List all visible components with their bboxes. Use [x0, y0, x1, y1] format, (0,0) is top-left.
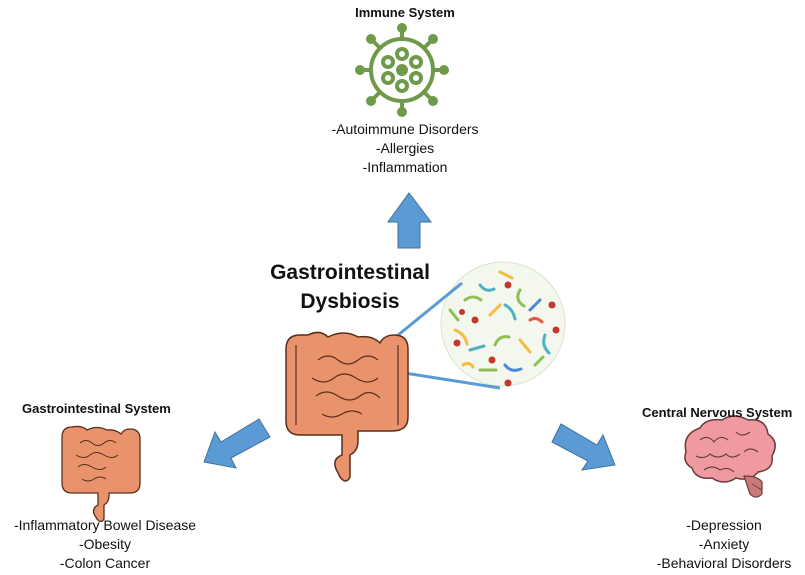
cns-item: -Behavioral Disorders — [656, 555, 792, 571]
gi-item: -Inflammatory Bowel Disease — [13, 517, 197, 533]
cns-item: -Anxiety — [698, 536, 750, 552]
gi-item: -Colon Cancer — [59, 555, 151, 571]
cns-list: -Depression -Anxiety -Behavioral Disorde… — [648, 516, 800, 573]
gi-list: -Inflammatory Bowel Disease -Obesity -Co… — [0, 516, 210, 573]
small-intestine-icon — [61, 425, 141, 523]
immune-item: -Autoimmune Disorders — [331, 121, 479, 137]
immune-item: -Inflammation — [362, 159, 448, 175]
gi-item: -Obesity — [78, 536, 132, 552]
immune-item: -Allergies — [375, 140, 435, 156]
cns-item: -Depression — [686, 517, 762, 533]
immune-heading: Immune System — [355, 5, 455, 20]
brain-icon — [684, 415, 776, 498]
immune-list: -Autoimmune Disorders -Allergies -Inflam… — [300, 120, 510, 177]
title-line-2: Dysbiosis — [300, 290, 400, 313]
microbiota-icon — [440, 261, 566, 387]
arrow-up-icon — [387, 192, 433, 249]
virus-icon — [355, 23, 449, 117]
gi-heading: Gastrointestinal System — [22, 401, 171, 416]
cns-heading: Central Nervous System — [642, 405, 793, 420]
title-line-1: Gastrointestinal — [270, 261, 430, 284]
intestine-icon — [285, 331, 409, 482]
diagram-title: Gastrointestinal Dysbiosis — [255, 258, 445, 316]
arrow-left-icon — [203, 418, 271, 469]
arrow-right-icon — [551, 423, 616, 471]
